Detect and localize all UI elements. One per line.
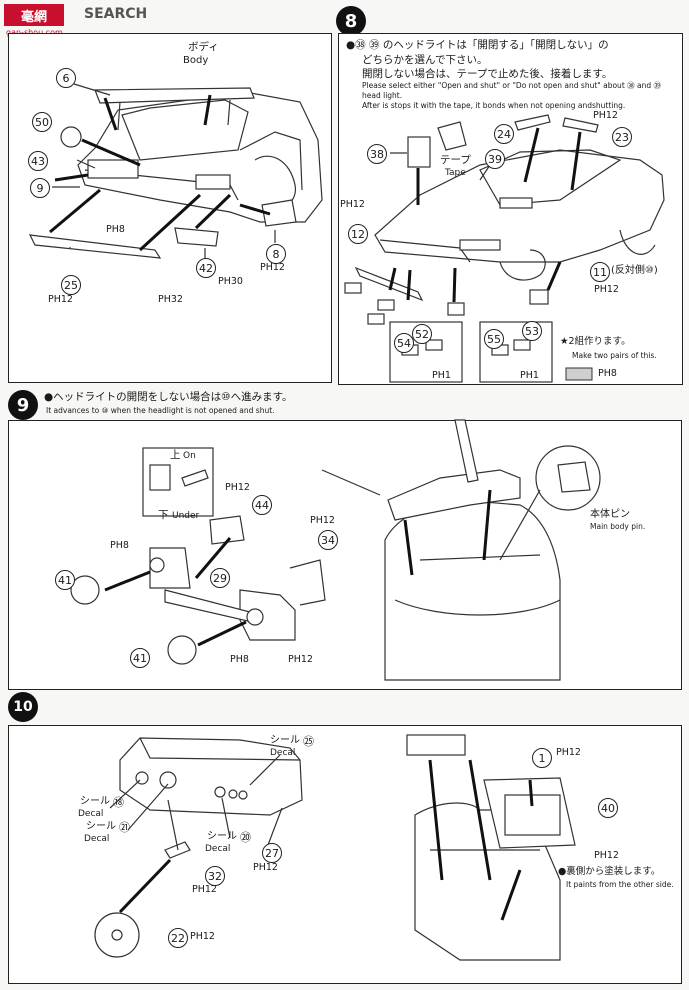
part-34: 34 — [318, 530, 338, 550]
pin-label-jp: 本体ピン — [590, 509, 630, 520]
ph-label: PH1 — [432, 370, 451, 381]
part-22: 22 — [168, 928, 188, 948]
ph-label: PH12 — [260, 262, 285, 273]
part-43: 43 — [28, 151, 48, 171]
ph-label: PH12 — [48, 294, 73, 305]
step-8-number: 8 — [336, 6, 366, 36]
step8-en-line2: head light. — [362, 91, 403, 100]
ph-label: PH8 — [106, 224, 125, 235]
decal-number: ⑱ — [113, 796, 124, 809]
ph-label: PH12 — [594, 284, 619, 295]
part-9: 9 — [30, 178, 50, 198]
part-38: 38 — [367, 144, 387, 164]
up-label-jp: 上 — [170, 449, 181, 461]
part-23: 23 — [612, 127, 632, 147]
part-8: 8 — [266, 244, 286, 264]
body-label-en: Body — [183, 55, 209, 66]
part-54: 54 — [394, 333, 414, 353]
part-29: 29 — [210, 568, 230, 588]
watermark-logo: 毫網 — [4, 4, 64, 26]
decal-label-jp: シール — [80, 796, 110, 807]
step8-jp-line3: 開閉しない場合は、テープで止めた後、接着します。 — [362, 68, 613, 80]
step8-en-line3: After is stops it with the tape, it bond… — [362, 101, 626, 110]
decal-label-jp: シール — [86, 821, 116, 832]
ph-label: PH12 — [288, 654, 313, 665]
part-39: 39 — [485, 149, 505, 169]
decal-number: ㉕ — [303, 735, 314, 748]
decal-number: ⑳ — [240, 831, 251, 844]
part-53: 53 — [522, 321, 542, 341]
ph-label: PH12 — [594, 850, 619, 861]
ph-label: PH12 — [556, 747, 581, 758]
paint-note-en: It paints from the other side. — [566, 880, 674, 889]
step9-en: It advances to ⑩ when the headlight is n… — [46, 406, 275, 415]
part-50: 50 — [32, 112, 52, 132]
ph-label: PH8 — [110, 540, 129, 551]
two-pairs-jp: ★2組作ります。 — [560, 336, 631, 347]
step8-jp-line1: ●㊳ ㊴ のヘッドライトは「開閉する」「開閉しない」の — [346, 39, 609, 51]
part-32: 32 — [205, 866, 225, 886]
legend-ph: PH8 — [598, 368, 617, 379]
ph-label: PH12 — [593, 110, 618, 121]
ph-label: PH32 — [158, 294, 183, 305]
ph-label: PH8 — [230, 654, 249, 665]
ph-label: PH1 — [520, 370, 539, 381]
step-9-number: 9 — [8, 390, 38, 420]
ph-label: PH12 — [192, 884, 217, 895]
part-52: 52 — [412, 324, 432, 344]
ph-label: PH12 — [253, 862, 278, 873]
ph-label: PH12 — [225, 482, 250, 493]
part-6: 6 — [56, 68, 76, 88]
step9-jp: ●ヘッドライトの開閉をしない場合は⑩へ進みます。 — [44, 391, 293, 403]
watermark-site: gan-shou.com — [6, 28, 63, 37]
part-11: 11 — [590, 262, 610, 282]
decal-label-jp: シール — [270, 735, 300, 746]
part-40: 40 — [598, 798, 618, 818]
down-label-jp: 下 — [158, 509, 169, 521]
decal-label-en: Decal — [84, 834, 110, 844]
tape-label-en: Tape — [445, 168, 466, 178]
step-10-number: 10 — [8, 692, 38, 722]
part-44: 44 — [252, 495, 272, 515]
decal-label-en: Decal — [205, 844, 231, 854]
decal-label-jp: シール — [207, 831, 237, 842]
part-24: 24 — [494, 124, 514, 144]
step8-en-line1: Please select either "Open and shut" or … — [362, 81, 662, 90]
decal-label-en: Decal — [270, 748, 296, 758]
part-41a: 41 — [55, 570, 75, 590]
part-41b: 41 — [130, 648, 150, 668]
watermark-brand: SEARCH — [84, 6, 148, 22]
part-1: 1 — [532, 748, 552, 768]
ph-label: PH12 — [190, 931, 215, 942]
up-label-en: On — [183, 451, 196, 461]
ph-label: PH12 — [310, 515, 335, 526]
part-25: 25 — [61, 275, 81, 295]
part-12: 12 — [348, 224, 368, 244]
two-pairs-en: Make two pairs of this. — [572, 351, 657, 360]
decal-number: ㉑ — [119, 821, 130, 834]
pin-label-en: Main body pin. — [590, 522, 646, 531]
ph-label: PH30 — [218, 276, 243, 287]
part-55: 55 — [484, 329, 504, 349]
body-label-jp: ボディ — [188, 41, 219, 53]
ph-label: PH12 — [340, 199, 365, 210]
part-42: 42 — [196, 258, 216, 278]
tape-label-jp: テープ — [440, 154, 471, 166]
step8-jp-line2: どちらかを選んで下さい。 — [362, 54, 488, 66]
paint-note-jp: ●裏側から塗装します。 — [558, 866, 661, 877]
decal-label-en: Decal — [78, 809, 104, 819]
part-27: 27 — [262, 843, 282, 863]
down-label-en: Under — [172, 511, 200, 521]
opposite-side-label: (反対側⑩) — [611, 265, 658, 276]
